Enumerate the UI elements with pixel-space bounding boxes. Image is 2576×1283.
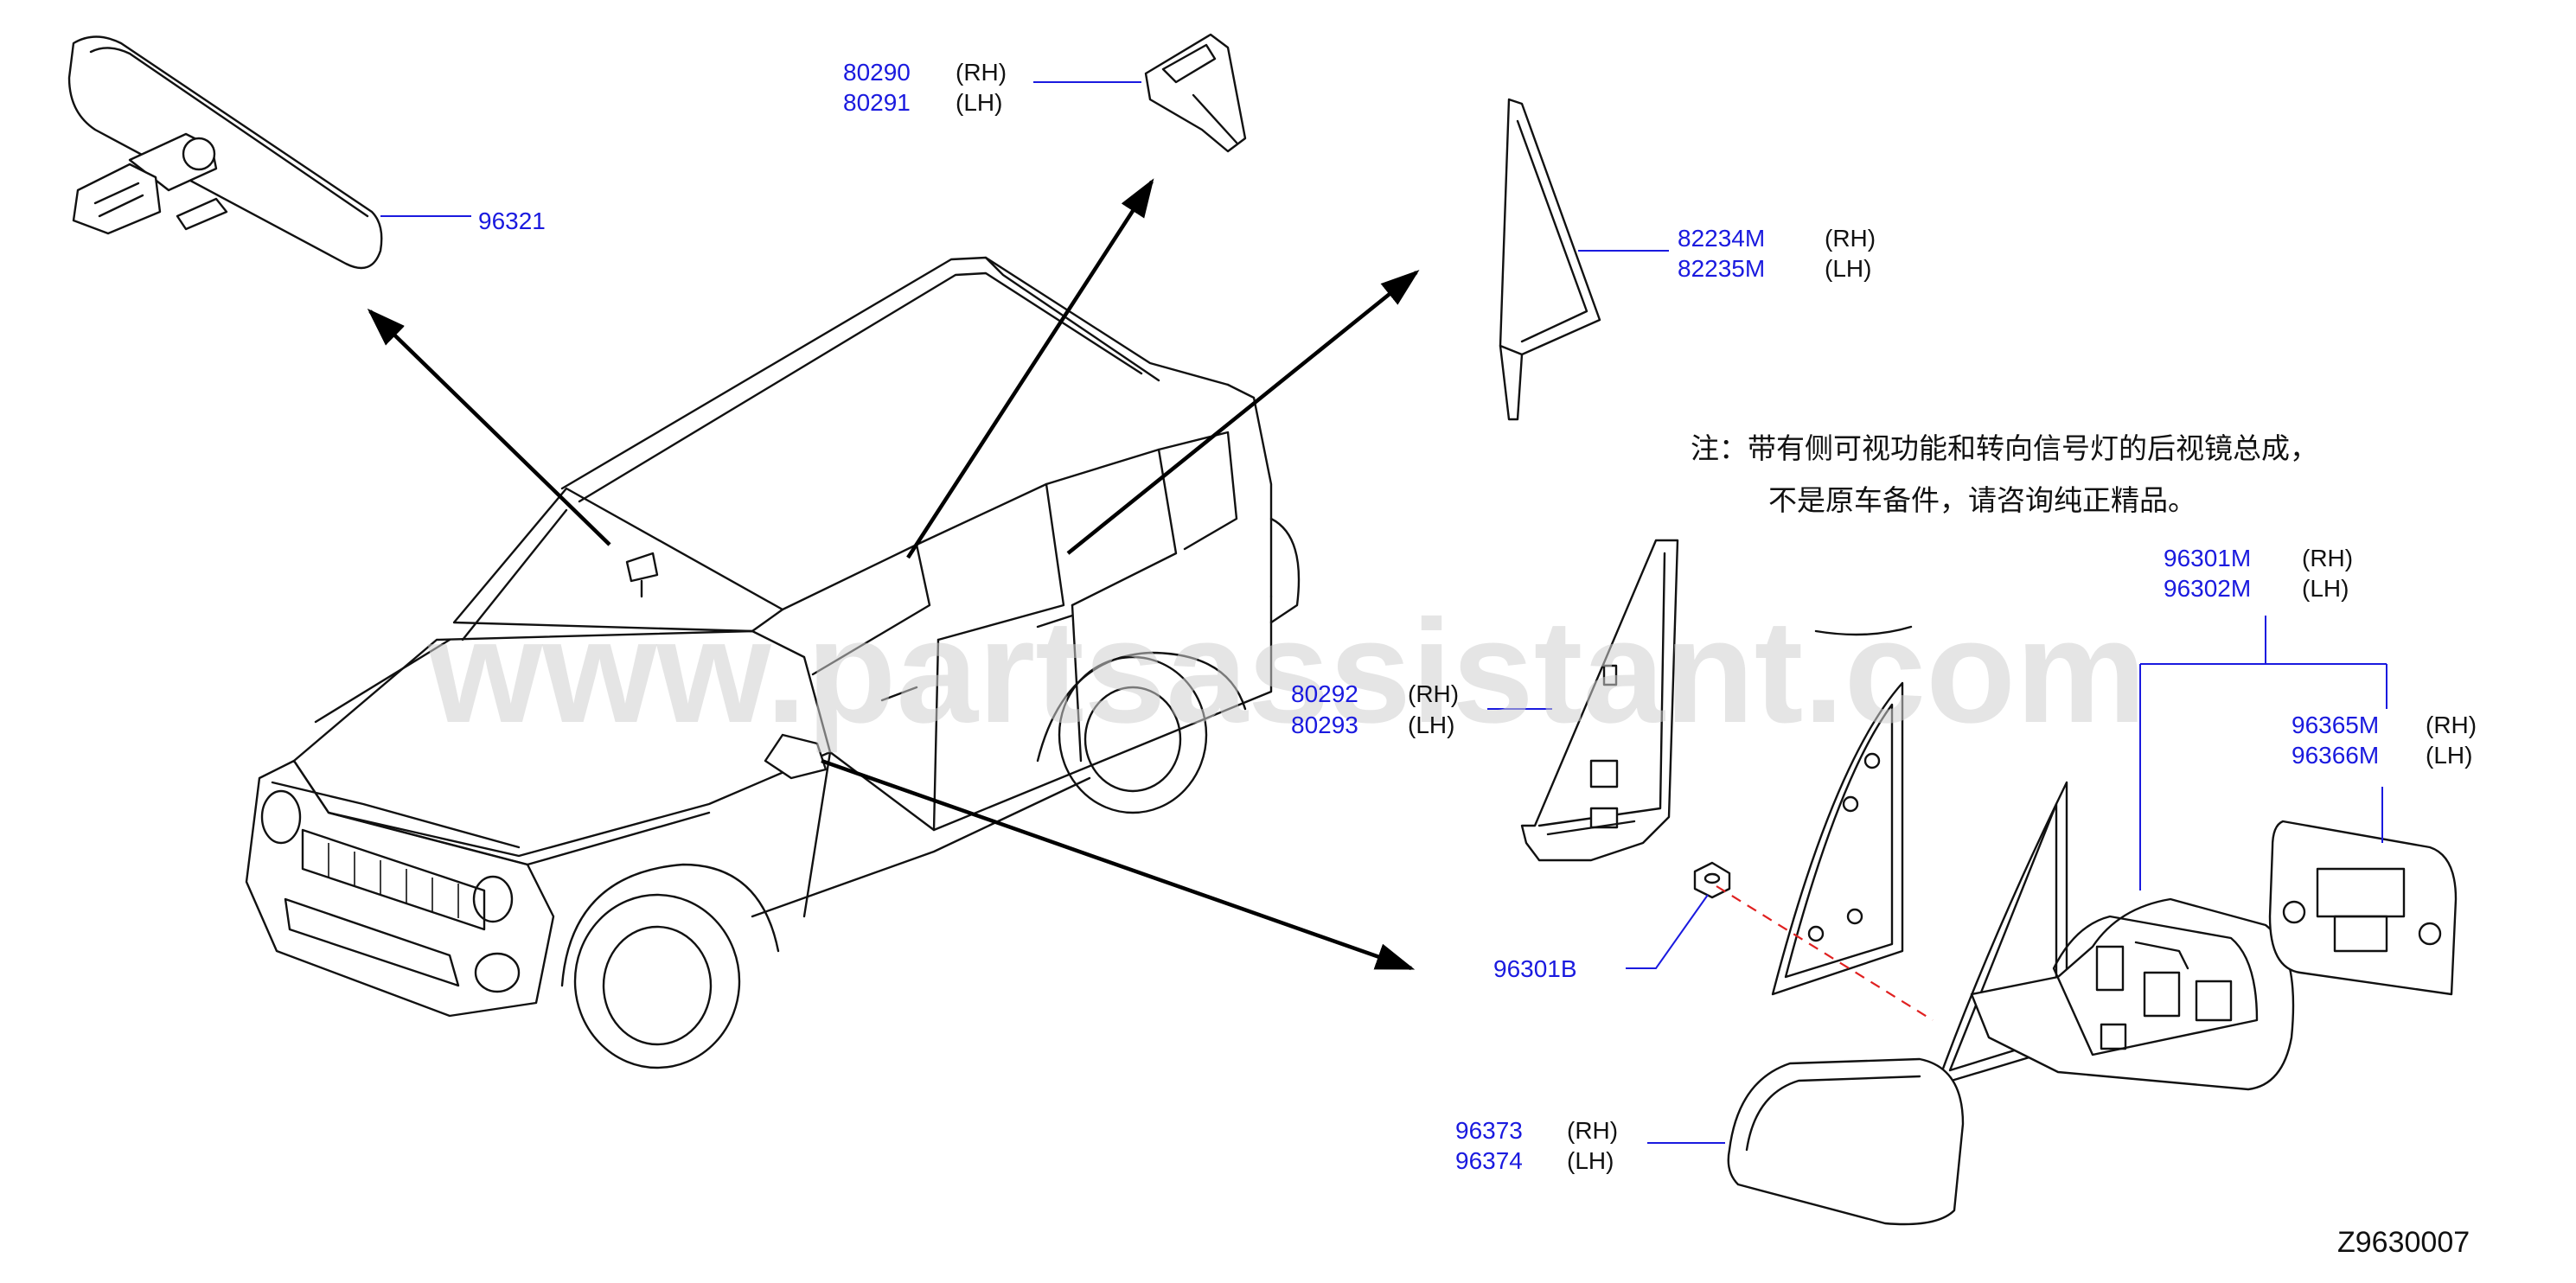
inner-corner-cover-illustration [1520, 539, 1679, 862]
part-number-96301M[interactable]: 96301M [2164, 545, 2251, 571]
callout-96301M-96302M[interactable]: 96301M (RH) 96302M (LH) [2164, 545, 2353, 602]
mirror-base-cover-illustration [1144, 33, 1247, 153]
side-label-80291: (LH) [956, 89, 1002, 116]
side-label-96373: (RH) [1567, 1117, 1618, 1144]
mirror-gasket-illustration [1771, 625, 1913, 996]
part-number-82235M[interactable]: 82235M [1678, 255, 1765, 282]
side-label-96302M: (LH) [2302, 575, 2349, 602]
side-label-96301M: (RH) [2302, 545, 2353, 571]
outside-mirror-body-illustration [1935, 781, 2295, 1091]
part-number-80290[interactable]: 80290 [843, 59, 911, 86]
part-number-96366M[interactable]: 96366M [2292, 742, 2379, 769]
interior-mirror-illustration [67, 35, 383, 270]
pointer-arrows [367, 178, 1420, 971]
side-label-96365M: (RH) [2426, 712, 2477, 738]
diagram-reference-code: Z9630007 [2337, 1226, 2470, 1259]
callout-96365M-96366M[interactable]: 96365M (RH) 96366M (LH) [2292, 712, 2477, 769]
side-label-80292: (RH) [1408, 680, 1459, 707]
side-label-96366M: (LH) [2426, 742, 2472, 769]
note-line-2: 不是原车备件，请咨询纯正精品。 [1768, 483, 2196, 517]
callout-80290-80291[interactable]: 80290 (RH) 80291 (LH) [843, 59, 1007, 116]
mirror-glass-illustration [2268, 820, 2458, 996]
note-block: 注：带有侧可视功能和转向信号灯的后视镜总成， 不是原车备件，请咨询纯正精品。 [1691, 431, 2318, 517]
part-number-80292[interactable]: 80292 [1291, 680, 1358, 707]
leader-lines [380, 81, 2387, 1144]
part-number-96302M[interactable]: 96302M [2164, 575, 2251, 602]
callout-96373-96374[interactable]: 96373 (RH) 96374 (LH) [1455, 1117, 1618, 1174]
side-label-82235M: (LH) [1825, 255, 1871, 282]
part-number-82234M[interactable]: 82234M [1678, 225, 1765, 252]
part-number-80291[interactable]: 80291 [843, 89, 911, 116]
side-label-80290: (RH) [956, 59, 1007, 86]
door-corner-finisher-illustration [1499, 98, 1601, 421]
part-number-96365M[interactable]: 96365M [2292, 712, 2379, 738]
note-line-1: 注：带有侧可视功能和转向信号灯的后视镜总成， [1691, 431, 2318, 465]
part-number-96374[interactable]: 96374 [1455, 1147, 1523, 1174]
part-number-80293[interactable]: 80293 [1291, 712, 1358, 738]
mirror-cover-cap-illustration [1727, 1057, 1965, 1226]
vehicle-illustration [245, 256, 1301, 1069]
callout-96321[interactable]: 96321 [478, 207, 546, 234]
callout-82234M-82235M[interactable]: 82234M (RH) 82235M (LH) [1678, 225, 1876, 282]
part-number-96321[interactable]: 96321 [478, 207, 546, 234]
part-number-96373[interactable]: 96373 [1455, 1117, 1523, 1144]
watermark-text: www.partsassistant.com [427, 590, 2146, 754]
nut-illustration [1693, 861, 1731, 899]
part-number-96301B[interactable]: 96301B [1493, 955, 1577, 982]
callout-96301B[interactable]: 96301B [1493, 955, 1577, 982]
side-label-80293: (LH) [1408, 712, 1454, 738]
side-label-82234M: (RH) [1825, 225, 1876, 252]
side-label-96374: (LH) [1567, 1147, 1614, 1174]
callout-80292-80293[interactable]: 80292 (RH) 80293 (LH) [1291, 680, 1459, 738]
assembly-guide-line [1716, 885, 1934, 1021]
